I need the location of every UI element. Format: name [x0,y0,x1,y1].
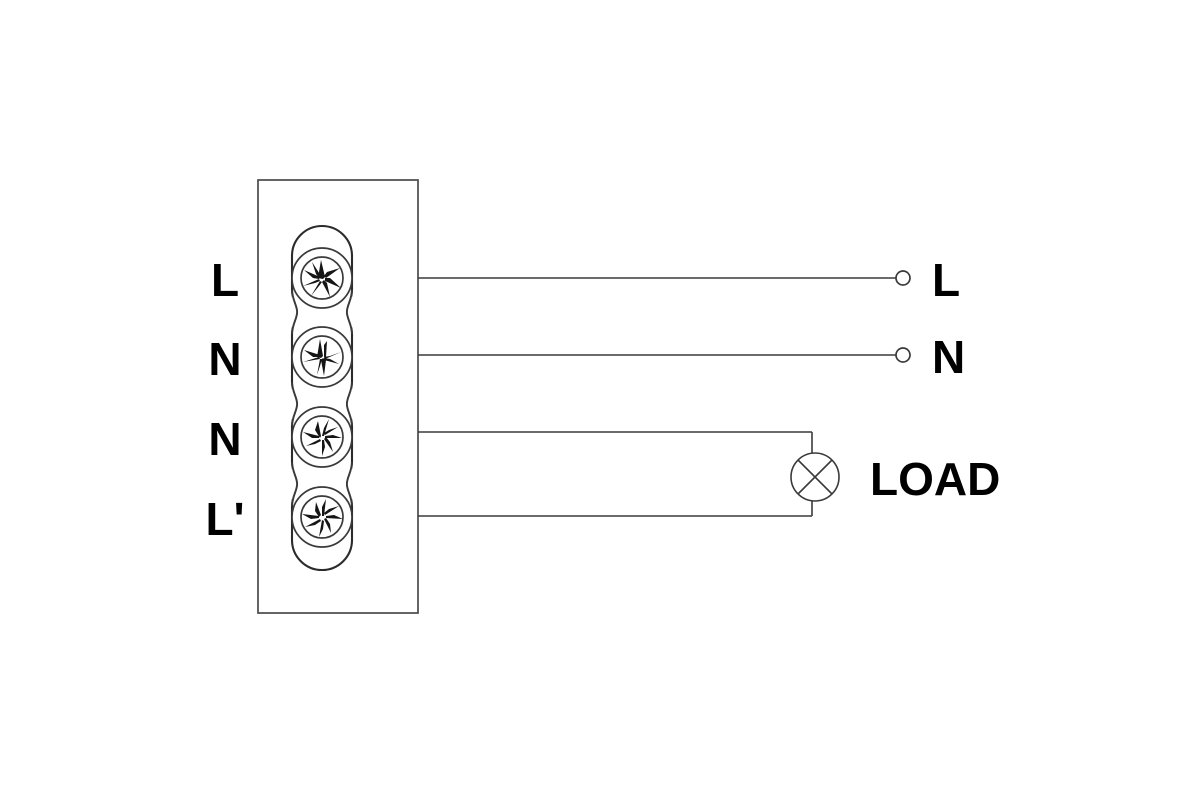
terminal-notch-right-3-4 [346,461,353,507]
load-label: LOAD [870,453,1000,505]
terminal-label-1: L [211,254,239,306]
screw-slot-star-2 [303,339,341,376]
load-lamp-symbol [790,452,840,502]
terminal-notch-left-2-3 [291,381,298,427]
screw-head-3 [300,415,344,459]
terminal-label-4: L' [205,493,244,545]
supply-label-neutral: N [932,331,965,383]
terminal-label-2: N [208,333,241,385]
terminal-notch-right-1-2 [346,289,353,335]
terminal-label-3: N [208,413,241,465]
screw-ring-4 [300,495,344,539]
supply-node-neutral [895,347,911,363]
terminal-notch-right-2-3 [346,381,353,427]
screw-slot-star-4 [302,499,343,537]
screw-slot-star-1 [303,260,341,297]
lamp-circle [790,452,840,502]
lamp-cross-stroke-b [797,459,833,495]
screw-head-1 [300,256,344,300]
supply-label-live: L [932,254,960,306]
device-body-outline [257,179,419,614]
screw-head-4 [300,495,344,539]
screw-slot-star-3 [303,419,342,456]
screw-ring-3 [300,415,344,459]
screw-head-2 [300,335,344,379]
terminal-notch-left-3-4 [291,461,298,507]
supply-node-live [895,270,911,286]
terminal-notch-left-1-2 [291,289,298,335]
